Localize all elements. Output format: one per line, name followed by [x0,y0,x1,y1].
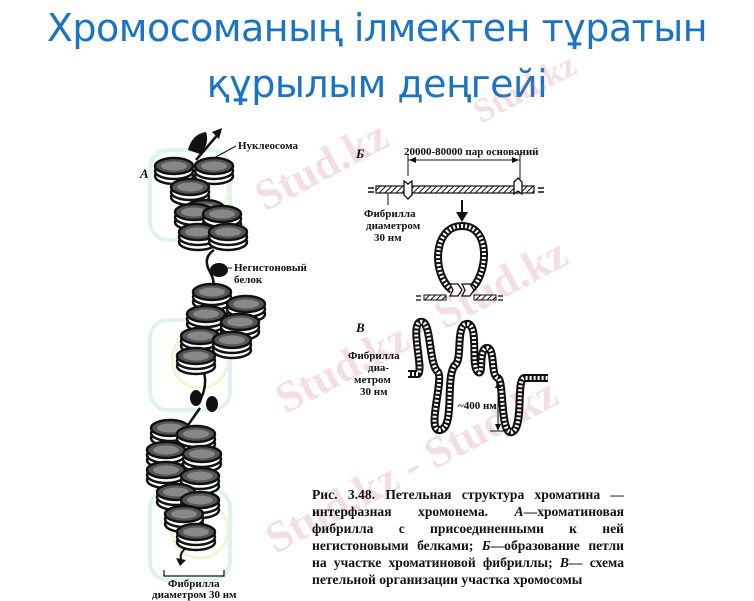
panel-a-letter: А [140,166,149,181]
fibril-v-label-1: Фибрилла [348,350,400,362]
panel-b-letter: Б [356,146,365,161]
fibril-v-label-3: метром [354,374,391,386]
caption-fig-no: Рис. 3.48. [312,487,376,502]
slide-title-line-1: Хромосоманың ілмектен тұратын [46,6,708,50]
slide-title-line-2: құрылым деңгейі [206,62,548,106]
span-label: 20000-80000 пар оснований [404,146,539,158]
slide-title: Хромосоманың ілмектен тұратын құрылым де… [0,0,754,110]
caption-text-2: —хроматиновая фибрилла с присоединенными… [312,504,624,553]
caption-text-1: Петельная структура хроматина — интерфаз… [312,487,625,519]
fibril-b-label-1: Фибрилла [364,208,416,220]
figure-caption: Рис. 3.48. Петельная структура хроматина… [312,486,624,588]
fibril-b-label-3: 30 нм [374,232,402,244]
caption-text-3: —образование петли на участке хроматинов… [312,538,624,570]
caption-b-letter: Б [481,538,491,553]
bracket [163,570,225,577]
caption-text-4: — схема петельной организации участка хр… [312,555,624,587]
fibril-v-label-2: диа- [368,362,390,374]
arrow-icon [176,558,186,566]
fibril [375,185,535,194]
loop-fibril [408,318,548,436]
nonhistone-label-1: Негистоновый [234,262,307,274]
arrow-icon [212,128,222,139]
fibril-a-label-2: диаметром 30 нм [152,589,237,601]
fibril-b-label-2: диаметром [366,220,421,232]
leader-line [213,145,237,159]
nonhistone-protein-blob [188,132,208,154]
nucleosome-label: Нуклеосома [238,140,299,152]
fibril-a-label-1: Фибрилла [168,578,220,590]
nonhistone-label-2: белок [234,274,263,286]
nonhistone-protein-blob [210,263,228,277]
arrow-down-icon [456,212,468,222]
fibril-v-label-4: 30 нм [360,386,388,398]
caption-a-letter: А [514,504,524,519]
caption-v-letter: В [559,555,569,570]
height-label: ~400 нм [458,400,497,412]
panel-v-letter: В [356,320,365,335]
